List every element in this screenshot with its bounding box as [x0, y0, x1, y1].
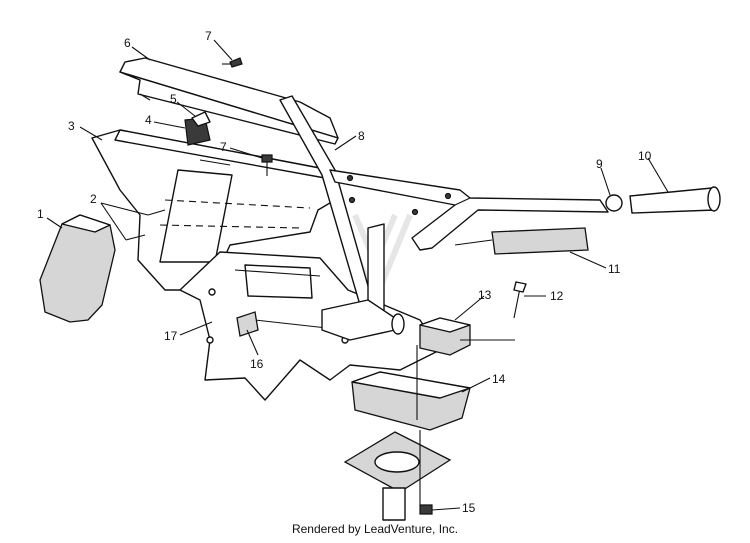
callout-9: 9	[596, 157, 603, 171]
callout-14: 14	[492, 372, 506, 386]
part-16-connector	[236, 311, 259, 337]
callout-13: 13	[478, 288, 492, 302]
part-7-screws	[222, 57, 273, 176]
mount-plate	[343, 431, 452, 521]
callout-10: 10	[638, 149, 652, 163]
part-11-grip	[454, 227, 589, 255]
callout-6: 6	[124, 36, 131, 50]
callout-15: 15	[462, 501, 476, 515]
callout-7a: 7	[205, 29, 212, 43]
callout-4: 4	[145, 113, 152, 127]
callout-17: 17	[164, 329, 178, 343]
steering-post	[321, 223, 405, 341]
part-15-nut	[419, 504, 433, 515]
part-12-bolt	[513, 281, 527, 319]
part-4-5-switch	[184, 111, 211, 146]
part-9-10-grip	[605, 186, 721, 214]
part-3-housing	[91, 129, 336, 291]
leader-lines	[46, 39, 669, 511]
callout-5: 5	[170, 92, 177, 106]
callout-11: 11	[608, 262, 621, 276]
part-1-lens	[39, 214, 116, 323]
callout-12: 12	[550, 289, 564, 303]
callout-16: 16	[250, 357, 264, 371]
part-13-clamp	[419, 317, 471, 356]
callout-8: 8	[358, 129, 365, 143]
callout-labels: 1 2 3 4 5 6 7 7 8 9 10 11 12 13 14 15 16…	[37, 29, 652, 515]
callout-2: 2	[90, 192, 97, 206]
footer-credit: Rendered by LeadVenture, Inc.	[291, 522, 459, 536]
part-2-screws	[125, 209, 166, 241]
callout-7b: 7	[220, 140, 227, 154]
part-14-base	[351, 371, 471, 431]
callout-3: 3	[68, 119, 75, 133]
callout-1: 1	[37, 207, 44, 221]
